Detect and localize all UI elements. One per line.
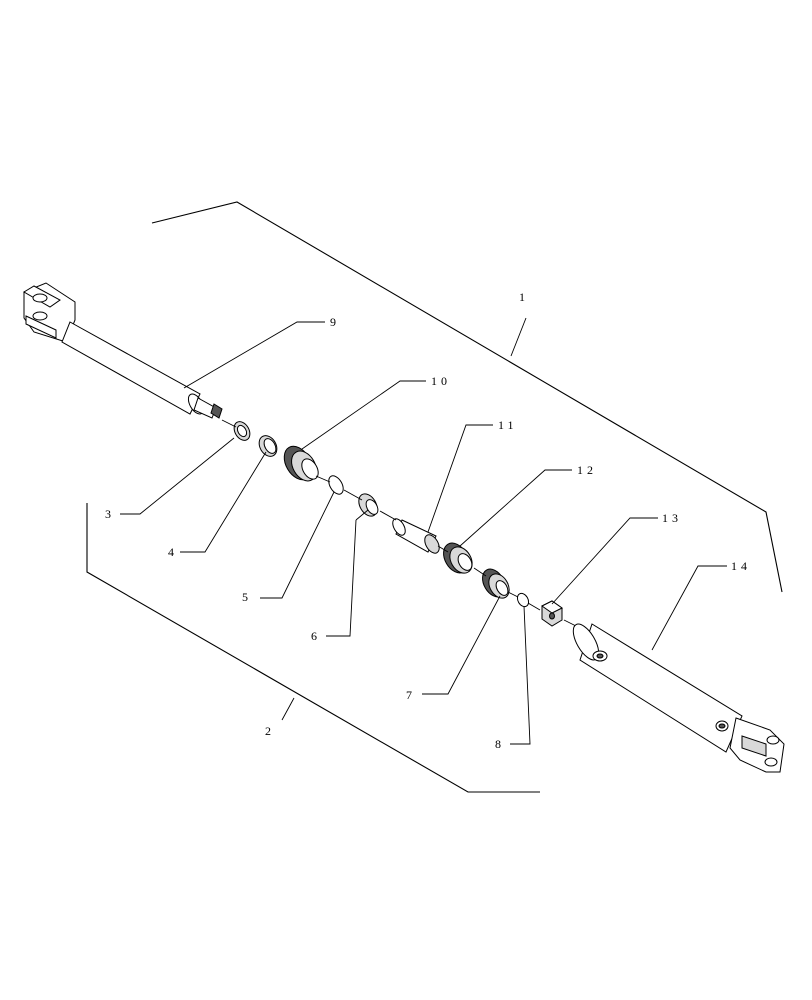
- callout-13: 13: [662, 511, 682, 525]
- callout-2: 2: [265, 724, 275, 738]
- callout-1: 1: [519, 290, 529, 304]
- callout-10: 10: [431, 374, 451, 388]
- washer-part-3: [233, 421, 251, 441]
- assembly-axis-line: [221, 419, 585, 631]
- callout-3: 3: [105, 507, 115, 521]
- ring-part-4: [258, 435, 278, 457]
- leader-lines: [120, 321, 727, 745]
- o-ring-part-5: [328, 475, 344, 495]
- seal-part-7: [482, 568, 510, 599]
- callout-8: 8: [495, 737, 505, 751]
- callout-9: 9: [330, 315, 340, 329]
- callout-11: 11: [498, 418, 518, 432]
- callout-7: 7: [406, 688, 416, 702]
- assembly-bracket-1: [151, 201, 783, 593]
- o-ring-part-8: [516, 592, 530, 608]
- callout-12: 12: [577, 463, 597, 477]
- piston-part-12: [443, 542, 473, 574]
- nut-part-13: [541, 600, 563, 627]
- tube-part-11: [392, 518, 440, 554]
- callout-4: 4: [168, 545, 178, 559]
- callout-labels: 1 2 3 4 5 6 7 8 9 10 11 12 13 14: [105, 290, 751, 751]
- gland-part-10: [283, 445, 319, 482]
- cylinder-barrel-part-14: [572, 623, 785, 773]
- assembly-bracket-2: [86, 503, 540, 793]
- rod-clevis-part-9: [23, 282, 223, 419]
- callout-6: 6: [311, 629, 321, 643]
- ring-part-6: [358, 493, 379, 517]
- callout-14: 14: [731, 559, 751, 573]
- callout-5: 5: [242, 590, 252, 604]
